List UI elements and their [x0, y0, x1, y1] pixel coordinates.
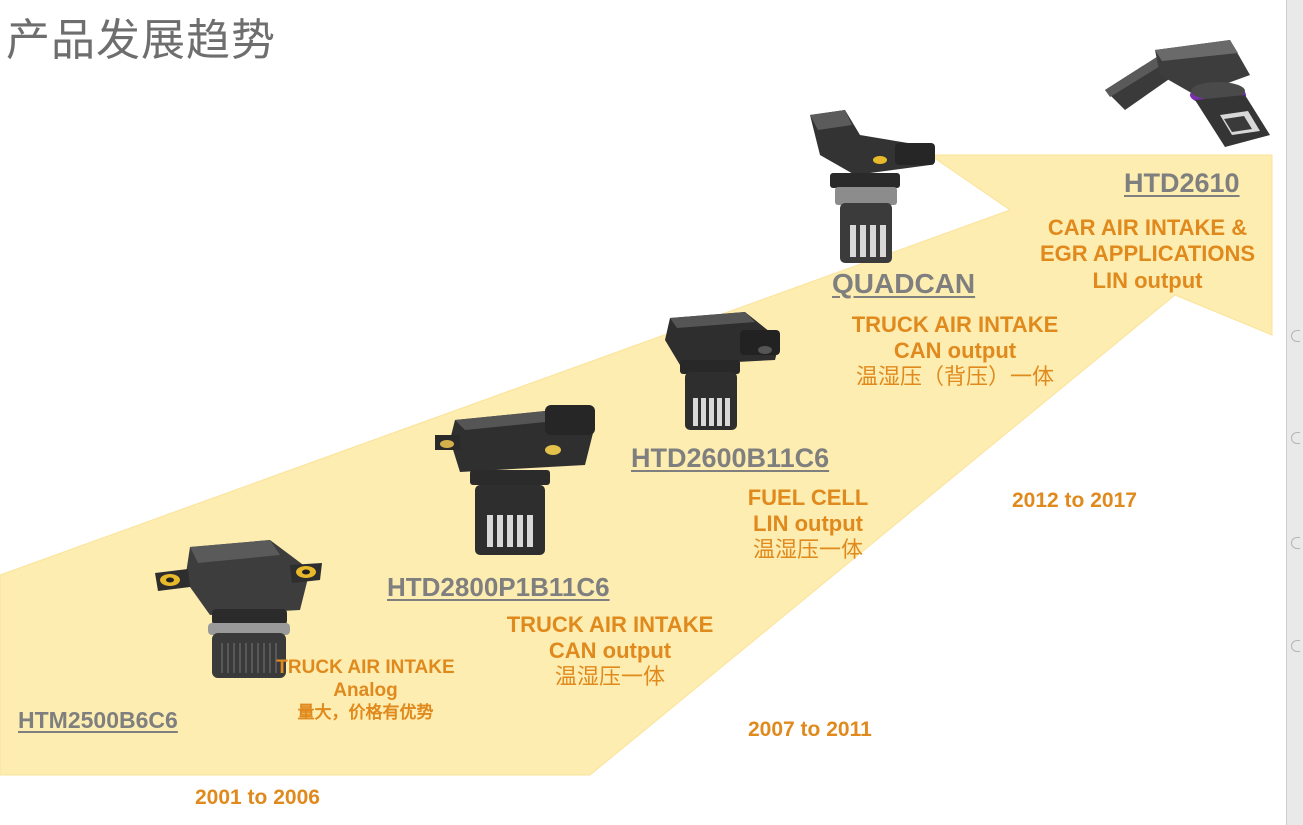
period-label: 2007 to 2011: [748, 718, 872, 741]
desc-line: 温湿压一体: [554, 664, 665, 690]
product-desc-quadcan: TRUCK AIR INTAKE CAN output 温湿压（背压）一体: [820, 312, 1090, 391]
model-htd2800: HTD2800P1B11C6: [387, 572, 610, 602]
model-htd2610: HTD2610: [1124, 168, 1240, 198]
desc-line: LIN output: [753, 511, 863, 537]
model-htm2500: HTM2500B6C6: [18, 707, 178, 733]
model-quadcan: QUADCAN: [832, 268, 976, 299]
desc-line: 温湿压一体: [752, 537, 863, 563]
model-htd2600: HTD2600B11C6: [631, 443, 830, 473]
desc-line: Analog: [333, 679, 398, 701]
desc-line: TRUCK AIR INTAKE: [851, 312, 1059, 337]
product-desc-htm2500: TRUCK AIR INTAKE Analog 量大，价格有优势: [258, 657, 473, 723]
sensor-image-htd2600: [665, 312, 780, 430]
scroll-marker: [1291, 537, 1300, 549]
scroll-marker: [1291, 640, 1300, 652]
desc-line: TRUCK AIR INTAKE: [276, 657, 455, 678]
desc-line: LIN output: [1092, 267, 1203, 293]
period-label: 2001 to 2006: [195, 786, 320, 809]
sensor-image-quadcan: [810, 110, 935, 263]
product-desc-htd2610: CAR AIR INTAKE & EGR APPLICATIONS LIN ou…: [1020, 215, 1275, 294]
product-desc-htd2800: TRUCK AIR INTAKE CAN output 温湿压一体: [485, 612, 735, 691]
scroll-marker: [1291, 330, 1300, 342]
page-title: 产品发展趋势: [6, 15, 276, 66]
vertical-scrollbar[interactable]: [1286, 0, 1303, 825]
product-desc-htd2600: FUEL CELL LIN output 温湿压一体: [718, 485, 898, 564]
desc-line: CAN output: [548, 638, 672, 664]
desc-line: 量大，价格有优势: [297, 702, 434, 723]
desc-line: EGR APPLICATIONS: [1039, 241, 1256, 267]
sensor-image-htm2500: [155, 540, 322, 678]
sensor-image-htd2800: [435, 405, 595, 555]
sensor-image-htd2610: [1105, 40, 1270, 147]
desc-line: TRUCK AIR INTAKE: [506, 612, 714, 637]
desc-line: FUEL CELL: [747, 485, 869, 510]
scroll-marker: [1291, 432, 1300, 444]
desc-line: CAR AIR INTAKE &: [1047, 215, 1248, 240]
period-label: 2012 to 2017: [1012, 489, 1137, 512]
desc-line: 温湿压（背压）一体: [855, 364, 1054, 390]
desc-line: CAN output: [893, 338, 1017, 364]
